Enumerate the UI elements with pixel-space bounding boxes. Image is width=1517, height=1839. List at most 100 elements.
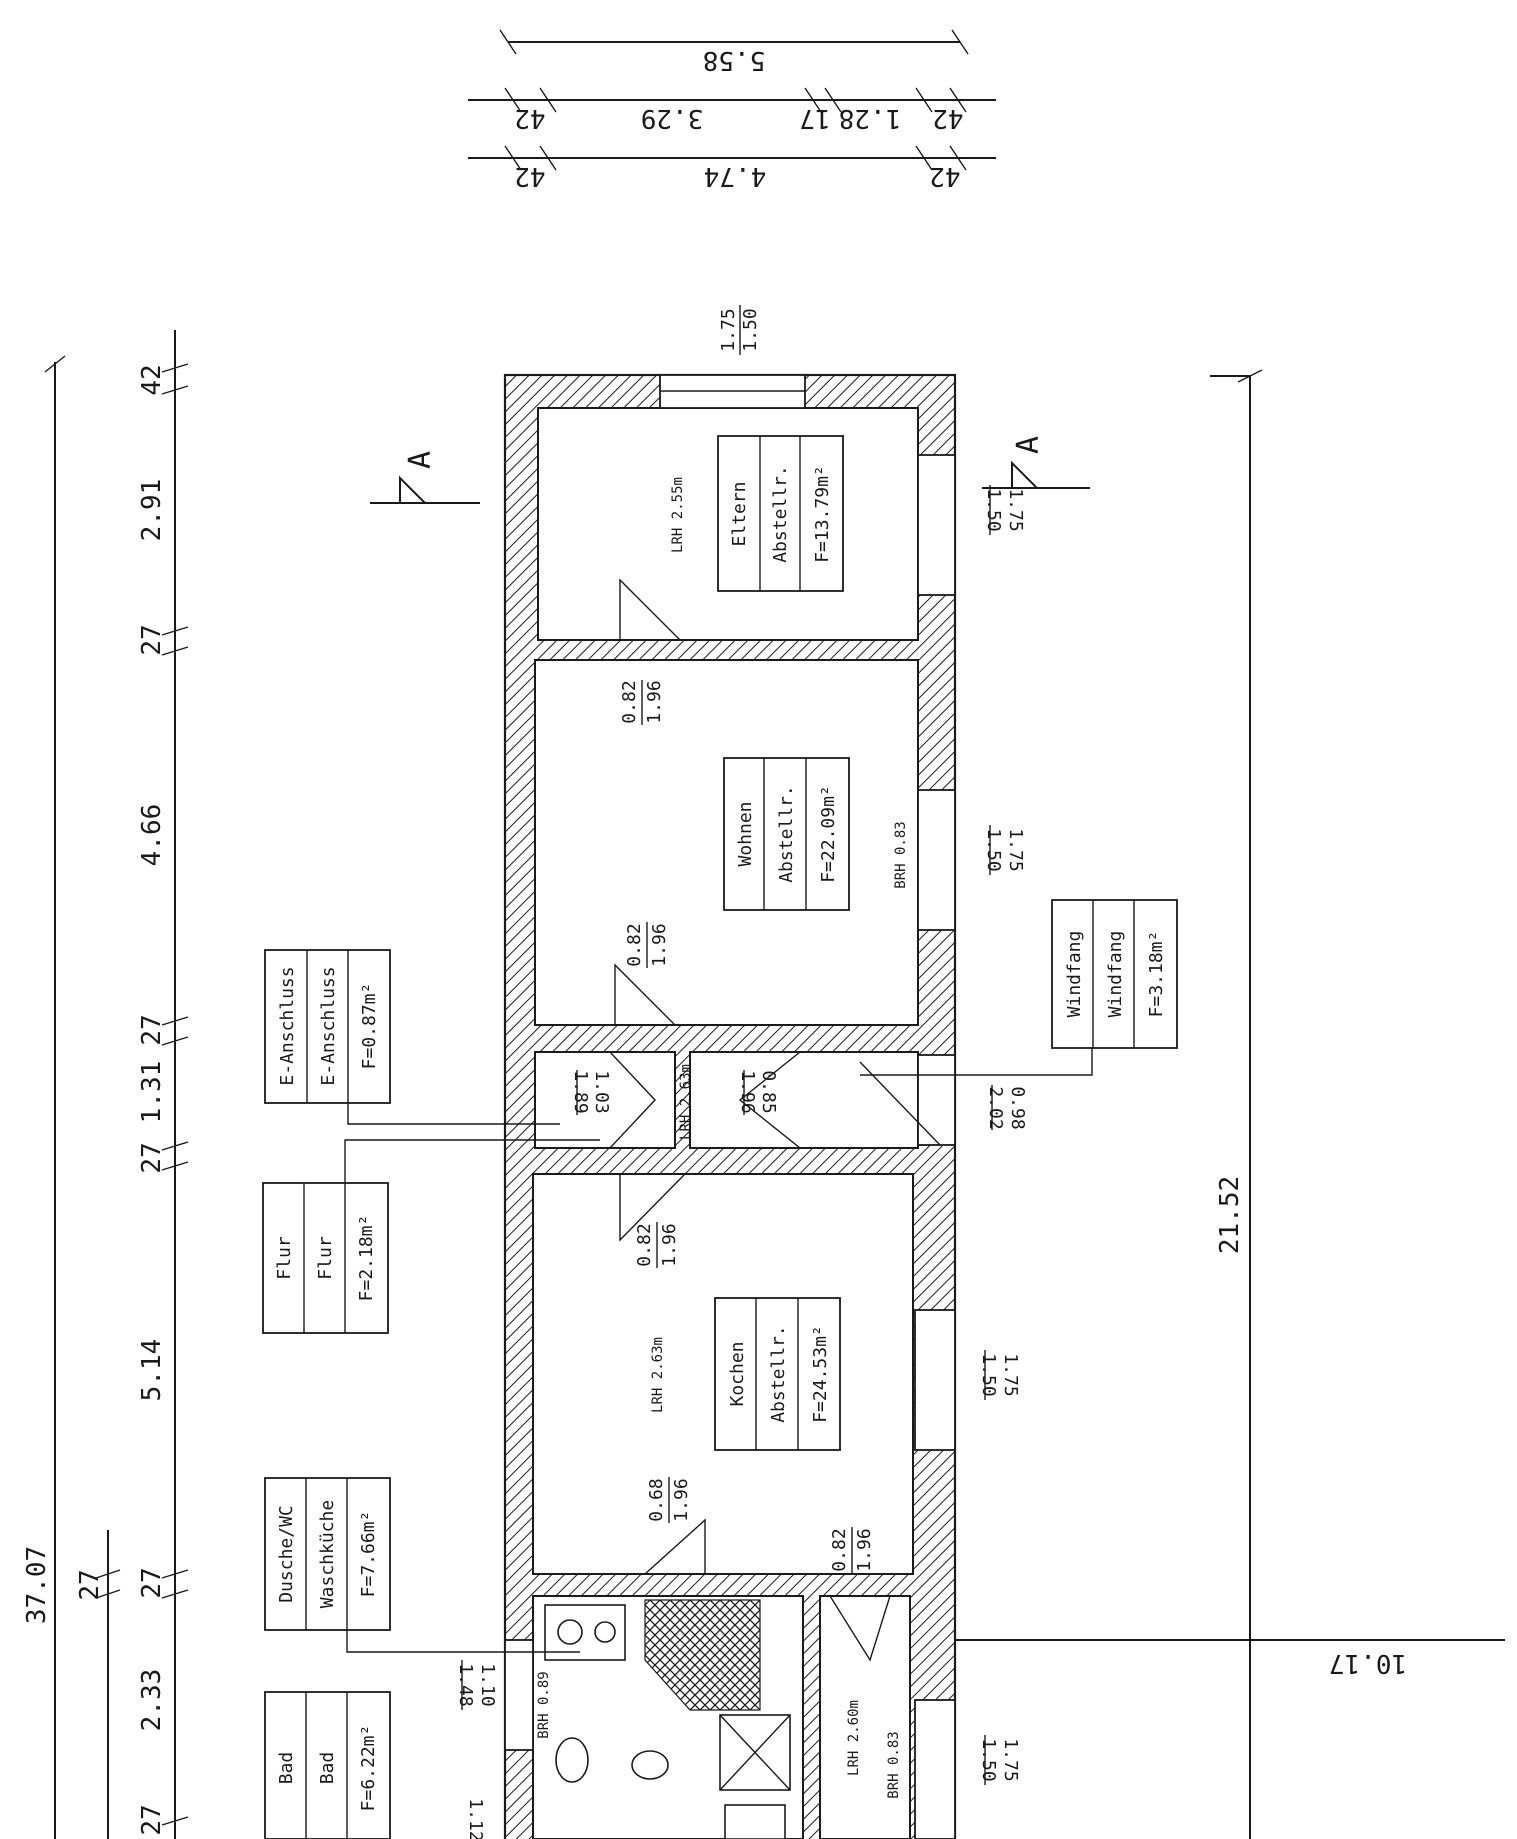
dim-left-seg4: 4.66 xyxy=(137,804,167,867)
room-area-windfang: F=3.18m² xyxy=(1146,931,1167,1018)
window-eltern-a: 1.50 xyxy=(983,488,1004,531)
room-use-flur: Flur xyxy=(315,1236,336,1280)
section-label-right: A xyxy=(1011,436,1046,454)
room-table-e-anschluss: E-Anschluss E-Anschluss F=0.87m² xyxy=(264,949,391,1104)
dim-top-row3-b: 4.74 xyxy=(704,161,767,191)
room-use-bad: Bad xyxy=(317,1752,338,1785)
room-table-eltern: Eltern Abstellr. F=13.79m² xyxy=(717,435,844,592)
dim-top-row3-a: 42 xyxy=(514,161,545,191)
room-area-kochen: F=24.53m² xyxy=(810,1325,831,1423)
room-name-bad: Bad xyxy=(276,1752,297,1785)
door-flur-windfang-a: 1.96 xyxy=(737,1070,758,1113)
window-kochen-a: 1.50 xyxy=(978,1353,999,1396)
brh-wohnen: BRH 0.83 xyxy=(893,821,909,888)
brh-bad: BRH 0.83 xyxy=(886,1731,902,1798)
door-flur-windfang-b: 0.85 xyxy=(758,1070,779,1113)
door-kochen-wc-height: 1.96 xyxy=(671,1478,692,1521)
door-entrance-a: 2.02 xyxy=(985,1086,1006,1129)
dim-top-row2-c: 42 xyxy=(932,103,963,133)
dim-left-seg1: 42 xyxy=(137,364,167,395)
room-area-flur: F=2.18m² xyxy=(356,1215,377,1302)
door-e-anschluss-a: 1.89 xyxy=(570,1070,591,1113)
window-dusche-a: 1.48 xyxy=(455,1663,476,1706)
door-flur-height: 1.96 xyxy=(659,1223,680,1266)
room-e-anschluss xyxy=(534,1051,676,1149)
door-kochen-bad-width: 0.82 xyxy=(829,1528,850,1571)
section-marker-left: A xyxy=(370,451,480,504)
room-name-kochen: Kochen xyxy=(727,1341,748,1406)
lrh-e-anschluss: LRH 2.63m xyxy=(678,1064,694,1140)
window-top-height: 1.50 xyxy=(740,308,761,351)
window-wohnen-a: 1.50 xyxy=(983,828,1004,871)
room-use-waschkueche: Waschküche xyxy=(317,1500,338,1608)
door-eltern-height: 1.96 xyxy=(644,680,665,723)
dim-left-inner: 27 xyxy=(75,1569,105,1600)
door-wohnen-height: 1.96 xyxy=(649,923,670,966)
door-entrance-b: 0.98 xyxy=(1007,1086,1028,1129)
lrh-kochen: LRH 2.63m xyxy=(650,1337,666,1413)
door-kochen-wc-width: 0.68 xyxy=(646,1478,667,1521)
room-area-eltern: F=13.79m² xyxy=(812,465,833,563)
washing-machine-icon xyxy=(557,1619,583,1645)
dryer-icon xyxy=(594,1621,616,1643)
room-use-eltern: Abstellr. xyxy=(770,465,791,563)
leader-dusche-wc xyxy=(346,1630,580,1653)
door-swings xyxy=(609,578,941,1662)
room-name-windfang: Windfang xyxy=(1064,931,1085,1018)
window-wohnen-b: 1.75 xyxy=(1005,828,1026,871)
room-use-windfang: Windfang xyxy=(1105,931,1126,1018)
section-marker-right: A xyxy=(982,436,1090,489)
room-table-wohnen: Wohnen Abstellr. F=22.09m² xyxy=(723,757,850,911)
lrh-eltern: LRH 2.55m xyxy=(670,477,686,553)
door-e-anschluss-b: 1.03 xyxy=(591,1070,612,1113)
dim-left-total: 37.07 xyxy=(22,1546,52,1624)
room-use-kochen: Abstellr. xyxy=(768,1325,789,1423)
room-flur-windfang xyxy=(689,1051,919,1149)
door-flur-width: 0.82 xyxy=(634,1223,655,1266)
window-bad-left: 1.12 xyxy=(465,1798,486,1839)
dim-left-seg7: 27 xyxy=(137,1142,167,1173)
right-dimensions: 21.52 10.17 xyxy=(940,369,1505,1839)
dim-left-seg10: 2.33 xyxy=(137,1669,167,1732)
window-top-width: 1.75 xyxy=(718,308,739,351)
window-bad-b: 1.75 xyxy=(1000,1738,1021,1781)
room-use-wohnen: Abstellr. xyxy=(776,785,797,883)
sanitary-fixtures xyxy=(544,1599,791,1839)
room-name-e-anschluss: E-Anschluss xyxy=(277,966,298,1085)
leader-e-anschluss xyxy=(347,1103,560,1125)
door-wohnen-width: 0.82 xyxy=(624,923,645,966)
window-dusche-b: 1.10 xyxy=(477,1663,498,1706)
dim-left-seg9: 27 xyxy=(137,1567,167,1598)
lrh-bad: LRH 2.60m xyxy=(846,1700,862,1776)
room-use-e-anschluss: E-Anschluss xyxy=(318,966,339,1085)
opening-annotations: 1.75 1.50 1.50 1.75 1.50 1.75 1.50 1.75 … xyxy=(455,305,1028,1839)
dim-left-seg11: 27 xyxy=(137,1804,167,1835)
leader-windfang xyxy=(860,1048,1093,1076)
dim-top-row2-b: 3.29 xyxy=(641,103,704,133)
dim-left-seg8: 5.14 xyxy=(137,1339,167,1402)
tiled-area xyxy=(644,1599,761,1711)
room-table-kochen: Kochen Abstellr. F=24.53m² xyxy=(714,1297,841,1451)
dim-top-row2-e: 17 xyxy=(799,103,830,133)
room-name-wohnen: Wohnen xyxy=(735,801,756,866)
room-area-wohnen: F=22.09m² xyxy=(818,785,839,883)
room-bad xyxy=(819,1595,911,1839)
dim-right-length: 21.52 xyxy=(1215,1176,1245,1254)
room-table-flur: Flur Flur F=2.18m² xyxy=(262,1182,389,1334)
dim-left-seg3: 27 xyxy=(137,624,167,655)
window-kochen-b: 1.75 xyxy=(1000,1353,1021,1396)
dim-top-row2-a: 42 xyxy=(514,103,545,133)
room-table-windfang: Windfang Windfang F=3.18m² xyxy=(1051,899,1178,1049)
room-name-flur: Flur xyxy=(274,1236,295,1280)
room-table-dusche-wc: Dusche/WC Waschküche F=7.66m² xyxy=(264,1477,391,1631)
room-area-dusche-wc: F=7.66m² xyxy=(358,1511,379,1598)
dim-left-seg5: 27 xyxy=(137,1014,167,1045)
window-bad-a: 1.50 xyxy=(978,1738,999,1781)
dim-left-seg6: 1.31 xyxy=(137,1061,167,1124)
room-name-eltern: Eltern xyxy=(729,481,750,546)
room-area-bad: F=6.22m² xyxy=(358,1725,379,1812)
toilet-icon xyxy=(555,1737,589,1783)
dim-top-total: 5.58 xyxy=(703,45,766,75)
door-kochen-bad-height: 1.96 xyxy=(854,1528,875,1571)
section-label-left: A xyxy=(403,451,438,469)
